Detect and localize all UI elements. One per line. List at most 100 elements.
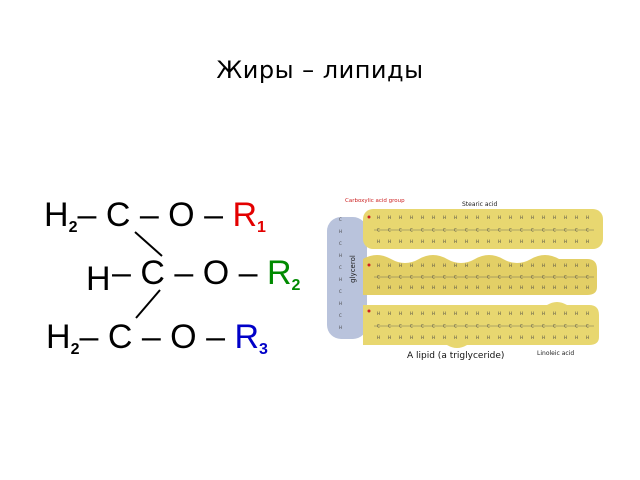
carboxyl-markers [367,215,371,313]
formula-row-1: H2– C – O – R1 [44,198,266,236]
atom-glyph: H [421,263,424,268]
atom-glyph: H [410,263,413,268]
atom-glyph: H [377,335,380,340]
atom-glyph: H [586,215,589,220]
atom-glyph: H [553,311,556,316]
atom-glyph: H [487,285,490,290]
atom-glyph: H [443,311,446,316]
atom-glyph: H [520,215,523,220]
glycerol-atom-glyph: H [339,253,342,258]
atom-glyph: H [388,335,391,340]
formula-r1-letter: R [232,196,257,234]
atom-glyph: H [432,311,435,316]
atom-glyph: H [564,311,567,316]
glycerol-atom-glyph: H [339,325,342,330]
atom-glyph: H [542,215,545,220]
atom-glyph: H [542,263,545,268]
atom-glyph: H [410,335,413,340]
stearic-acid-label: Stearic acid [462,201,498,208]
atom-glyph: H [465,215,468,220]
formula-chain-1: – C – O – [77,196,233,234]
atom-glyph: H [388,239,391,244]
atom-glyph: H [586,311,589,316]
atom-glyph: H [421,335,424,340]
atom-glyph: H [476,285,479,290]
atom-glyph: H [575,263,578,268]
atom-glyph: H [531,335,534,340]
atom-glyph: H [443,239,446,244]
triglyceride-caption: A lipid (a triglyceride) [407,351,504,361]
atom-glyph: H [377,311,380,316]
atom-glyph: H [575,215,578,220]
bond-lower [135,289,161,319]
glycerol-atom-glyph: H [339,229,342,234]
atom-glyph: H [410,311,413,316]
atom-glyph: H [465,285,468,290]
atom-glyph: H [454,335,457,340]
atom-glyph: H [443,215,446,220]
glycerol-atom-glyph: C [339,289,342,294]
atom-glyph: H [553,285,556,290]
atom-glyph: H [476,239,479,244]
atom-glyph: H [487,239,490,244]
atom-glyph: H [377,285,380,290]
atom-glyph: H [520,335,523,340]
glycerol-atom-glyph: C [339,265,342,270]
atom-glyph: H [465,335,468,340]
atom-glyph: H [432,239,435,244]
atom-glyph: H [553,263,556,268]
atom-glyph: H [432,215,435,220]
atom-glyph: H [399,335,402,340]
atom-glyph: H [586,335,589,340]
atom-glyph: H [575,311,578,316]
bond-upper [134,231,163,257]
formula-r3-subscript: 3 [259,341,268,358]
atom-glyph: H [421,239,424,244]
atom-glyph: H [498,285,501,290]
atom-glyph: H [531,215,534,220]
atom-glyph: H [410,239,413,244]
atom-glyph: H [487,215,490,220]
atom-glyph: H [553,215,556,220]
atom-glyph: H [465,239,468,244]
formula-r2-letter: R [266,254,292,292]
atom-glyph: H [564,285,567,290]
atom-glyph: H [564,263,567,268]
glycerol-atom-glyph: H [339,301,342,306]
atom-glyph: H [399,263,402,268]
atom-glyph: H [586,239,589,244]
atom-glyph: H [520,285,523,290]
atom-glyph: H [509,285,512,290]
formula-r1-subscript: 1 [257,219,266,236]
glycerol-atom-glyph: H [339,277,342,282]
atom-glyph: H [509,263,512,268]
atom-glyph: H [399,215,402,220]
atom-glyph: H [575,239,578,244]
atom-glyph: H [421,215,424,220]
atom-glyph: H [454,311,457,316]
atom-glyph: H [454,263,457,268]
glycerol-label: glycerol [349,255,357,283]
atom-glyph: H [476,311,479,316]
atom-glyph: H [454,215,457,220]
atom-glyph: H [553,335,556,340]
formula-chain-3: – C – O – [79,318,235,356]
atom-glyph: H [531,263,534,268]
atom-glyph: H [454,239,457,244]
atom-glyph: H [421,285,424,290]
atom-glyph: H [564,239,567,244]
glycerol-atom-glyph: C [339,217,342,222]
atom-glyph: H [388,263,391,268]
atom-glyph: H [498,215,501,220]
carboxylic-acid-label: Carboxylic acid group [345,198,405,204]
formula-r2-subscript: 2 [291,277,301,294]
atom-glyph: H [575,335,578,340]
atom-glyph: H [421,311,424,316]
atom-glyph: H [531,285,534,290]
atom-glyph: H [509,335,512,340]
atom-glyph: H [399,285,402,290]
atom-glyph: H [454,285,457,290]
linoleic-acid-label: Linoleic acid [537,350,574,357]
formula-row-3: H2– C – O – R3 [46,320,268,358]
atom-glyph: H [476,335,479,340]
